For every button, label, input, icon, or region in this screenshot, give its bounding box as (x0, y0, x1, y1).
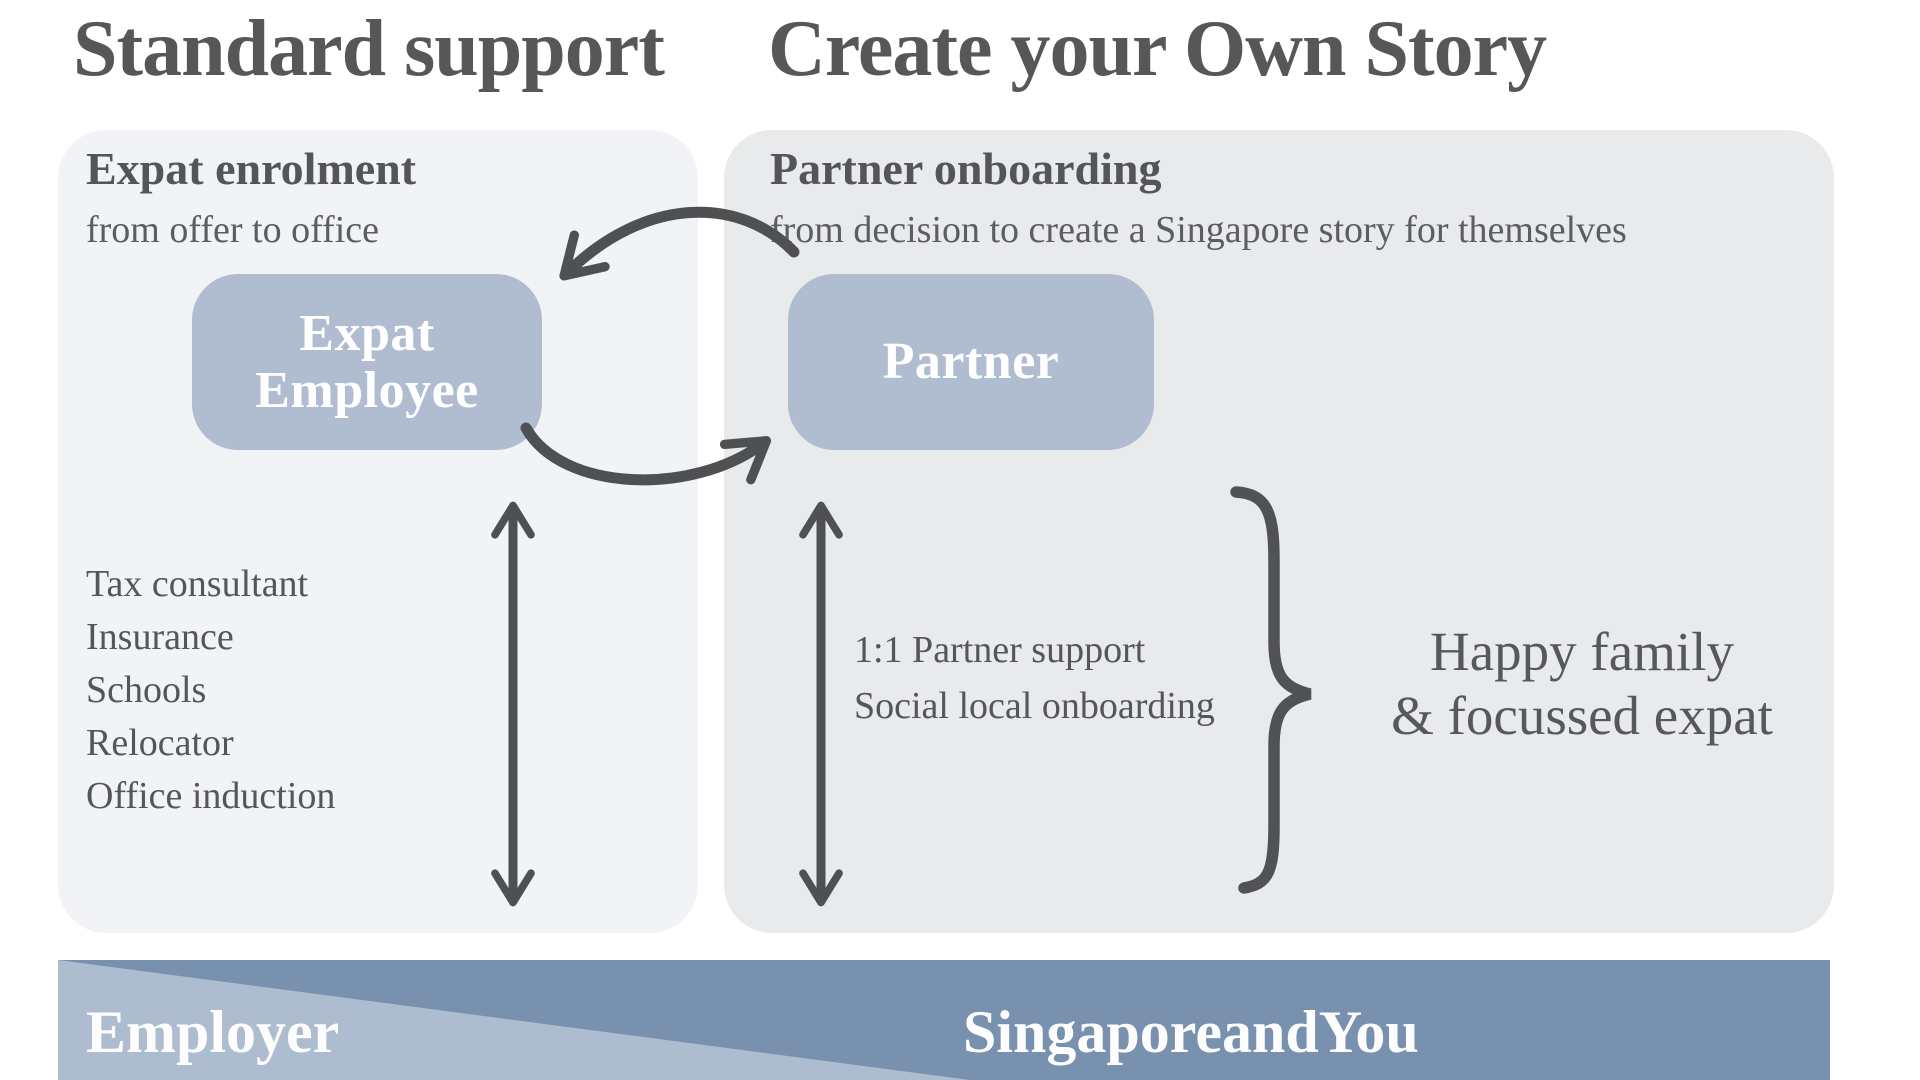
employer-label: Employer (86, 999, 340, 1065)
outcome-line2: & focussed expat (1391, 685, 1773, 746)
service-item: Schools (86, 669, 207, 711)
partner-onboarding-subtitle: from decision to create a Singapore stor… (770, 209, 1627, 251)
outcome-line1: Happy family (1430, 621, 1734, 682)
support-item: Social local onboarding (854, 685, 1215, 727)
expat-employee-label-line1: Expat (299, 304, 435, 362)
expat-employee-label-line2: Employee (255, 362, 479, 419)
column-heading-create-your-own-story: Create your Own Story (768, 5, 1547, 93)
singaporeandyou-label: SingaporeandYou (963, 999, 1419, 1065)
expat-enrolment-subtitle: from offer to office (86, 209, 379, 251)
outcome-text: Happy family & focussed expat (1310, 620, 1854, 748)
expat-enrolment-title: Expat enrolment (86, 143, 417, 194)
service-item: Insurance (86, 616, 234, 658)
service-item: Tax consultant (86, 563, 309, 605)
create-your-own-story-panel: Partner onboarding from decision to crea… (724, 130, 1834, 933)
service-item: Office induction (86, 775, 336, 817)
service-item: Relocator (86, 722, 234, 764)
expat-employee-node: Expat Employee (192, 274, 542, 450)
support-item: 1:1 Partner support (854, 629, 1146, 671)
partner-support-list: 1:1 Partner support Social local onboard… (854, 622, 1215, 734)
partner-node: Partner (788, 274, 1154, 450)
standard-services-list: Tax consultant Insurance Schools Relocat… (86, 558, 335, 823)
partner-label: Partner (882, 333, 1060, 391)
standard-support-panel: Expat enrolment from offer to office Exp… (58, 130, 698, 933)
partner-onboarding-title: Partner onboarding (770, 143, 1162, 194)
employer-wedge-icon (58, 960, 970, 1080)
footer-bar: Employer SingaporeandYou (58, 960, 1830, 1080)
column-heading-standard-support: Standard support (73, 5, 665, 93)
